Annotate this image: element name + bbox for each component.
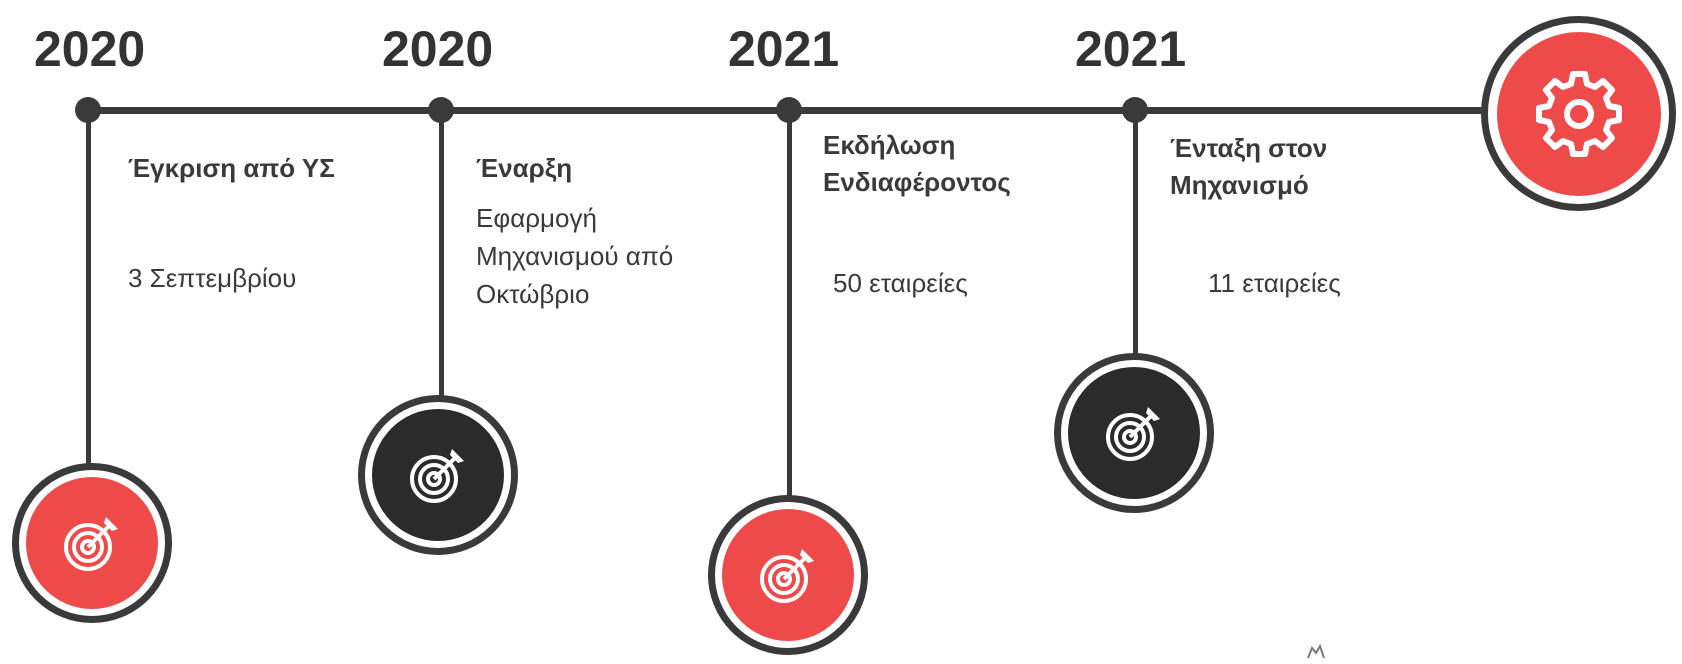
gear-icon [1531,66,1627,162]
milestone-year: 2020 [34,21,146,77]
target-icon [406,443,470,507]
milestone-year: 2021 [1075,21,1187,77]
milestone-description: Εφαρμογή Μηχανισμού από Οκτώβριο [476,203,674,309]
end-gear-badge [1481,16,1676,211]
milestone-description: 50 εταιρείες [833,268,968,298]
milestone-year: 2020 [382,21,494,77]
milestone-title: Έγκριση από ΥΣ [128,153,335,183]
milestone-description: 11 εταιρείες [1208,268,1341,298]
timeline-stem [1133,110,1138,365]
timeline-stem [86,110,91,465]
milestone-year: 2021 [728,21,840,77]
milestone-badge [708,495,868,655]
milestone-title: Εκδήλωση Ενδιαφέροντος [823,130,1011,197]
target-icon [756,543,820,607]
milestone-badge [358,395,518,555]
partial-logo-icon [1306,643,1326,664]
milestone-badge [1054,353,1214,513]
target-icon [1102,401,1166,465]
milestone-description: 3 Σεπτεμβρίου [128,263,297,293]
timeline-stem [787,110,792,500]
milestone-title: Έναρξη [476,153,573,183]
milestone-badge [12,463,172,623]
timeline-stem [439,110,444,400]
milestone-title: Ένταξη στον Μηχανισμό [1170,133,1328,200]
target-icon [60,511,124,575]
